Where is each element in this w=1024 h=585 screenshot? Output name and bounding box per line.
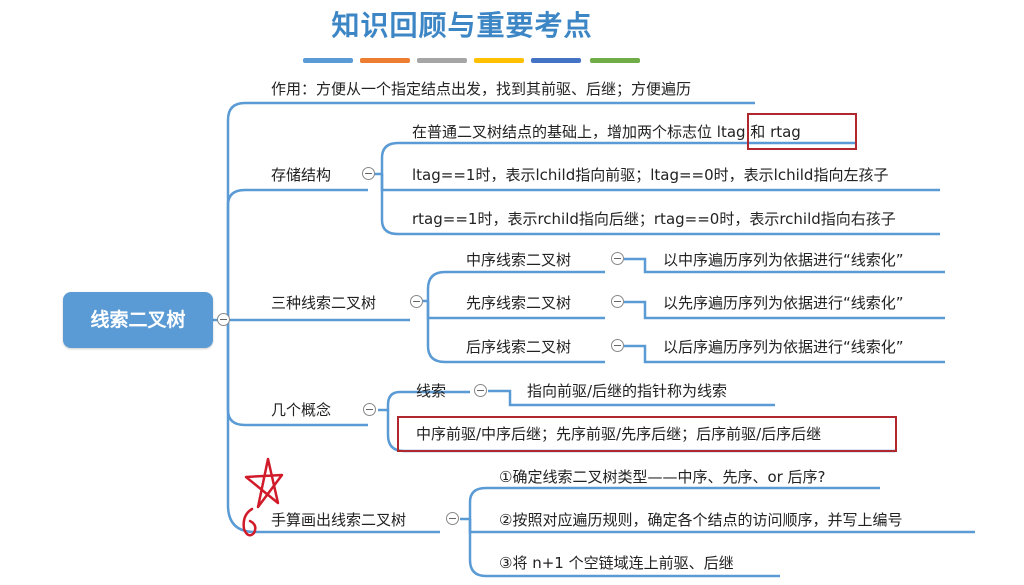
cunchu-item-1: 在普通二叉树结点的基础上，增加两个标志位 ltag 和 rtag [412, 123, 801, 141]
root-node[interactable]: 线索二叉树 [63, 292, 213, 348]
highlight-box-ltag-rtag [747, 113, 857, 150]
node-gainian[interactable]: 几个概念 [271, 401, 332, 419]
title-color-bar-6 [590, 58, 640, 63]
title-color-bar-4 [474, 58, 524, 63]
cunchu-item-2: ltag==1时，表示lchild指向前驱；ltag==0时，表示lchild指… [412, 166, 889, 184]
node-shousuan[interactable]: 手算画出线索二叉树 [271, 511, 407, 529]
sanzhong-item-2-desc: 以先序遍历序列为依据进行“线索化” [663, 294, 904, 312]
sanzhong-item-3-desc: 以后序遍历序列为依据进行“线索化” [663, 338, 904, 356]
collapse-toggle-root[interactable] [217, 313, 230, 326]
collapse-toggle-sanzhong[interactable] [410, 295, 423, 308]
collapse-toggle-houxu[interactable] [611, 339, 624, 352]
sanzhong-item-1-desc: 以中序遍历序列为依据进行“线索化” [663, 251, 904, 269]
shousuan-step-2: ②按照对应遍历规则，确定各个结点的访问顺序，并写上编号 [499, 511, 903, 529]
sanzhong-item-3-name[interactable]: 后序线索二叉树 [466, 338, 572, 356]
title-color-bar-3 [417, 58, 467, 63]
handwritten-star-annotation [242, 457, 284, 537]
shousuan-step-3: ③将 n+1 个空链域连上前驱、后继 [499, 554, 734, 572]
node-zuoyong: 作用：方便从一个指定结点出发，找到其前驱、后继；方便遍历 [271, 80, 692, 98]
title-color-bar-2 [360, 58, 410, 63]
page-title: 知识回顾与重要考点 [331, 9, 593, 42]
title-color-bar-1 [303, 58, 353, 63]
node-sanzhong[interactable]: 三种线索二叉树 [271, 294, 377, 312]
sanzhong-item-2-name[interactable]: 先序线索二叉树 [466, 294, 572, 312]
collapse-toggle-cunchu[interactable] [362, 167, 375, 180]
gainian-item-2: 中序前驱/中序后继；先序前驱/先序后继；后序前驱/后序后继 [416, 425, 822, 443]
gainian-xiansuo-label[interactable]: 线索 [416, 382, 447, 400]
highlight-box-gainian [397, 416, 897, 452]
title-color-bar-5 [531, 58, 581, 63]
sanzhong-item-1-name[interactable]: 中序线索二叉树 [466, 251, 572, 269]
cunchu-item-3: rtag==1时，表示rchild指向后继；rtag==0时，表示rchild指… [412, 210, 896, 228]
collapse-toggle-xiansuo[interactable] [474, 384, 487, 397]
collapse-toggle-xianxu[interactable] [611, 295, 624, 308]
node-cunchu[interactable]: 存储结构 [271, 166, 332, 184]
shousuan-step-1: ①确定线索二叉树类型——中序、先序、or 后序? [499, 468, 826, 486]
collapse-toggle-shousuan[interactable] [446, 512, 459, 525]
gainian-xiansuo-desc: 指向前驱/后继的指针称为线索 [527, 382, 728, 400]
collapse-toggle-zhongxu[interactable] [611, 252, 624, 265]
collapse-toggle-gainian[interactable] [363, 403, 376, 416]
